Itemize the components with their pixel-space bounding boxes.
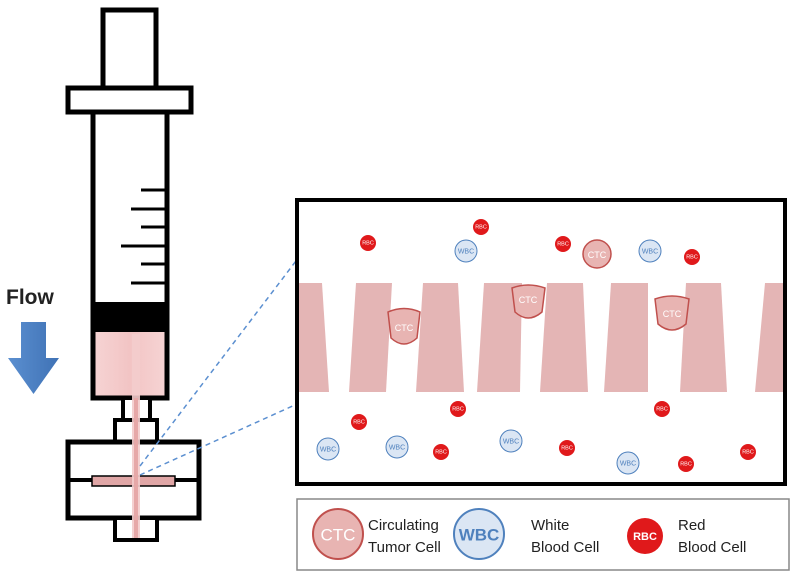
svg-text:WBC: WBC xyxy=(320,447,336,454)
rbc-cell: RBC xyxy=(740,444,756,460)
plunger-stopper xyxy=(95,302,165,332)
rbc-cell: RBC xyxy=(654,401,670,417)
legend-rbc-line2: Blood Cell xyxy=(678,539,746,556)
wbc-cell: WBC xyxy=(454,239,478,263)
rbc-cell: RBC xyxy=(450,401,466,417)
wbc-cell: WBC xyxy=(316,437,340,461)
rbc-icon xyxy=(627,518,663,554)
magnified-view: CTC CTC CTC CTC WBC WBC WBC xyxy=(295,198,787,486)
flow-arrow-icon xyxy=(8,322,59,394)
legend-ctc-line2: Tumor Cell xyxy=(368,539,441,556)
svg-text:CTC: CTC xyxy=(395,323,414,333)
legend: CTC Circulating Tumor Cell WBC White Blo… xyxy=(296,498,790,571)
svg-text:RBC: RBC xyxy=(656,407,668,413)
filter-pillar xyxy=(416,283,464,392)
zoom-line-top xyxy=(139,256,300,467)
rbc-cell: RBC xyxy=(360,235,376,251)
svg-text:RBC: RBC xyxy=(742,450,754,456)
filter-pillars xyxy=(299,283,783,392)
filter-pillar xyxy=(477,283,522,392)
svg-text:RBC: RBC xyxy=(680,462,692,468)
svg-text:WBC: WBC xyxy=(642,249,658,256)
graduation-marks xyxy=(121,188,167,285)
plunger-flange xyxy=(65,85,194,115)
svg-text:RBC: RBC xyxy=(557,242,569,248)
ctc-icon xyxy=(312,508,364,560)
wbc-cell: WBC xyxy=(385,435,409,459)
legend-item-wbc: WBC White Blood Cell xyxy=(453,508,599,560)
rbc-cell: RBC xyxy=(684,249,700,265)
legend-wbc-line1: White xyxy=(531,517,569,534)
wbc-cell: WBC xyxy=(638,239,662,263)
legend-wbc-line2: Blood Cell xyxy=(531,539,599,556)
svg-text:RBC: RBC xyxy=(452,407,464,413)
svg-text:WBC: WBC xyxy=(458,249,474,256)
wbc-cell: WBC xyxy=(616,451,640,475)
svg-text:WBC: WBC xyxy=(620,461,636,468)
legend-item-rbc: RBC Red Blood Cell xyxy=(627,517,746,556)
legend-ctc-line1: Circulating xyxy=(368,517,439,534)
filter-pillar xyxy=(755,283,783,392)
svg-text:RBC: RBC xyxy=(353,420,365,426)
svg-text:CTC: CTC xyxy=(663,309,682,319)
svg-text:CTC: CTC xyxy=(519,295,538,305)
svg-text:RBC: RBC xyxy=(686,255,698,261)
plunger-rod xyxy=(100,7,159,93)
ctc-cell: CTC xyxy=(511,284,546,319)
ctc-cell: CTC xyxy=(387,307,421,345)
zoom-line-bottom xyxy=(139,403,298,476)
sample-fluid xyxy=(95,332,165,396)
svg-text:CTC: CTC xyxy=(588,250,607,260)
svg-text:CTC: CTC xyxy=(321,526,356,545)
rbc-cell: RBC xyxy=(555,236,571,252)
filter-pillar xyxy=(604,283,648,392)
svg-text:RBC: RBC xyxy=(435,450,447,456)
ctc-cell: CTC xyxy=(582,239,612,269)
svg-text:WBC: WBC xyxy=(503,439,519,446)
svg-text:RBC: RBC xyxy=(475,225,487,231)
wbc-cell: WBC xyxy=(499,429,523,453)
magnified-border xyxy=(295,198,787,486)
flow-label: Flow xyxy=(6,286,54,309)
rbc-cell: RBC xyxy=(678,456,694,472)
legend-rbc-line1: Red xyxy=(678,517,706,534)
svg-text:WBC: WBC xyxy=(459,526,500,545)
svg-text:WBC: WBC xyxy=(389,445,405,452)
wbc-icon xyxy=(453,508,505,560)
rbc-cell: RBC xyxy=(473,219,489,235)
rbc-cell: RBC xyxy=(433,444,449,460)
svg-text:RBC: RBC xyxy=(633,531,657,543)
svg-text:RBC: RBC xyxy=(362,241,374,247)
rbc-cell: RBC xyxy=(351,414,367,430)
filter-pillar xyxy=(349,283,392,392)
filter-pillar xyxy=(680,283,727,392)
ctc-cell: CTC xyxy=(654,295,690,331)
rbc-cell: RBC xyxy=(559,440,575,456)
filter-pillar xyxy=(540,283,588,392)
filter-pillar xyxy=(299,283,329,392)
legend-item-ctc: CTC Circulating Tumor Cell xyxy=(312,508,441,560)
syringe xyxy=(65,7,202,542)
legend-box xyxy=(296,498,790,571)
svg-text:RBC: RBC xyxy=(561,446,573,452)
